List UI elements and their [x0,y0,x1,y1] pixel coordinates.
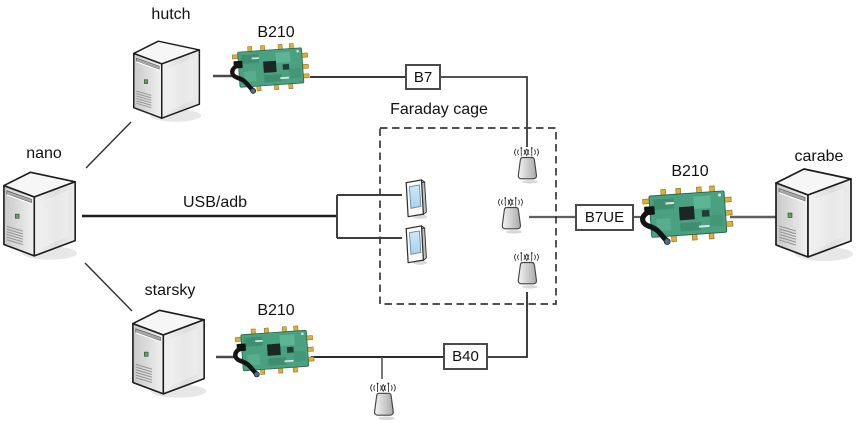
antenna-cage-middle-icon [497,196,524,234]
sdr-board-b210-hutch-label: B210 [257,24,295,41]
rf-box-b7: B7 [405,64,441,90]
antenna-cage-top-icon [513,146,540,184]
sdr-board-b210-hutch-icon [231,43,310,95]
sdr-board-b210-carabe-label: B210 [671,163,709,180]
computer-carabe-label: carabe [794,148,844,165]
link-usb-bracket [336,194,402,239]
computer-nano-icon [3,171,78,261]
rf-box-b7ue: B7UE [575,204,634,231]
faraday-cage-outline [379,127,557,305]
computer-nano-label: nano [26,145,62,162]
computer-starsky-label: starsky [144,282,196,299]
rf-box-b40: B40 [443,343,488,370]
antenna-cage-bottom-icon [513,251,540,289]
link-nano-hutch [85,121,132,169]
usb-adb-link-label: USB/adb [182,194,248,211]
link-nano-starsky [84,262,133,312]
computer-hutch-icon [132,40,202,123]
computer-starsky-icon [132,309,207,399]
faraday-cage-label: Faraday cage [390,101,488,118]
phone-top-icon [405,179,428,219]
sdr-board-b210-starsky-icon [234,325,315,378]
sdr-board-b210-carabe-icon [641,185,734,246]
phone-bottom-icon [405,225,428,265]
link-b40-antenna [487,292,528,358]
link-b7-antenna [440,76,528,147]
sdr-board-b210-starsky-label: B210 [257,302,295,319]
computer-hutch-label: hutch [151,6,191,23]
antenna-starsky-icon [370,382,396,421]
computer-carabe-icon [775,168,854,262]
connector-lines [82,74,777,379]
